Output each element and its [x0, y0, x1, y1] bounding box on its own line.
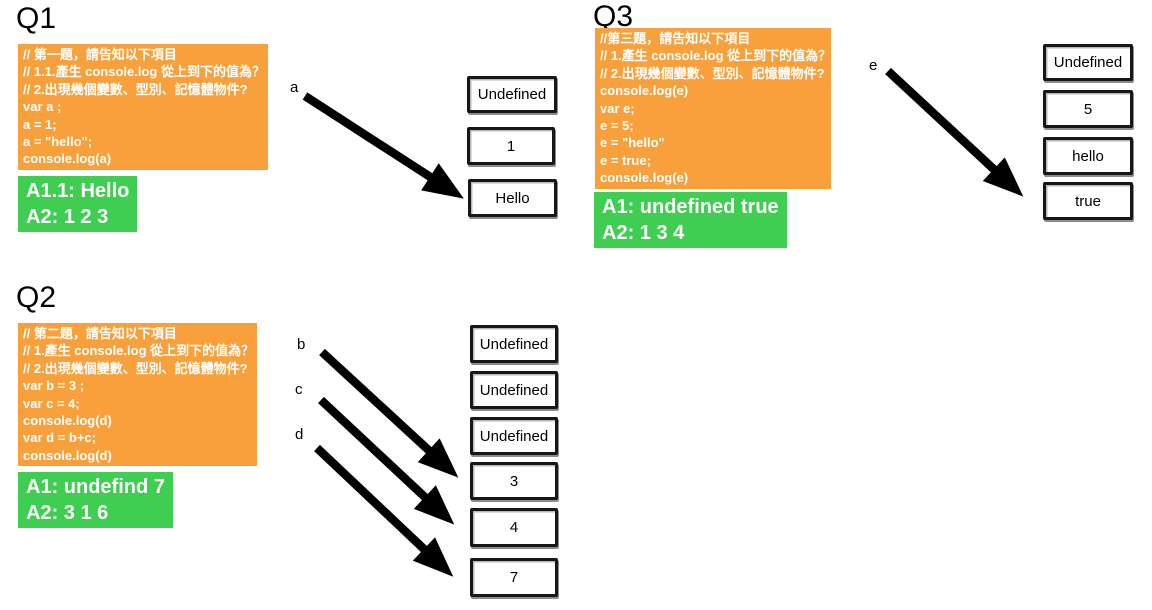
q1-arrow-a	[302, 92, 464, 199]
q2-answer-line-2: A2: 3 1 6	[26, 502, 109, 524]
q2-arrow-d	[314, 444, 454, 577]
q1-answer-block: A1.1: Hello A2: 1 2 3	[18, 176, 138, 232]
q1-answer-line-1: A1.1: Hello	[26, 180, 130, 202]
q3-code-line: var e;	[600, 100, 635, 116]
q3-code-line: e = true;	[600, 152, 651, 168]
q1-code-line: console.log(a)	[23, 151, 112, 167]
q2-arrow-b	[319, 348, 459, 478]
q2-value-box-undefined-2: Undefined	[470, 371, 558, 409]
q3-code-line: console.log(e)	[600, 83, 689, 99]
q3-arrow-e	[885, 67, 1024, 197]
q2-answer-block: A1: undefind 7 A2: 3 1 6	[18, 472, 173, 528]
q3-title: Q3	[593, 0, 634, 33]
q2-title: Q2	[16, 281, 57, 314]
q1-code-block: // 第一題，請告知以下項目 // 1.1.產生 console.log 從上到…	[18, 44, 268, 170]
q2-code-block: // 第二題，請告知以下項目 // 1.產生 console.log 從上到下的…	[18, 323, 257, 467]
q1-code-line: // 第一題，請告知以下項目	[23, 47, 177, 62]
q2-code-line: var d = b+c;	[23, 430, 96, 446]
q1-value-box-undefined: Undefined	[467, 76, 557, 113]
q3-pointer-label-e: e	[869, 57, 878, 74]
q2-value-box-7: 7	[470, 558, 558, 597]
q3-value-box-hello: hello	[1043, 137, 1133, 175]
q1-code-line: a = 1;	[23, 116, 57, 132]
q3-value-box-undefined: Undefined	[1043, 44, 1133, 81]
q3-value-box-true: true	[1043, 182, 1133, 220]
q2-code-line: var c = 4;	[23, 395, 80, 411]
q2-value-box-4: 4	[470, 508, 558, 547]
q3-answer-block: A1: undefined true A2: 1 3 4	[594, 192, 787, 248]
q3-answer-line-2: A2: 1 3 4	[602, 222, 685, 244]
q2-pointer-label-b: b	[297, 336, 306, 353]
q2-value-box-undefined-1: Undefined	[470, 325, 558, 363]
q2-code-line: // 第二題，請告知以下項目	[23, 326, 177, 341]
q2-code-line: var b = 3 ;	[23, 378, 85, 394]
q1-code-line: a = "hello";	[23, 134, 93, 150]
q1-answer-line-2: A2: 1 2 3	[26, 206, 109, 228]
q3-code-line: e = 5;	[600, 118, 634, 134]
q3-code-block: //第三題，請告知以下項目 // 1.產生 console.log 從上到下的值…	[595, 28, 831, 189]
q2-pointer-label-d: d	[295, 426, 304, 443]
q3-code-line: // 1.產生 console.log 從上到下的值為？	[600, 48, 832, 64]
q1-value-box-1: 1	[467, 127, 555, 165]
q2-code-line: // 2.出現幾個變數、型別、記憶體物件?	[23, 360, 248, 376]
q1-code-line: // 2.出現幾個變數、型別、記憶體物件?	[23, 81, 248, 97]
q2-value-box-undefined-3: Undefined	[470, 417, 558, 455]
q3-code-line: // 2.出現幾個變數、型別、記憶體物件?	[600, 65, 825, 81]
q2-code-line: // 1.產生 console.log 從上到下的值為？	[23, 343, 255, 359]
q1-title: Q1	[16, 2, 57, 35]
q1-code-line: // 1.1.產生 console.log 從上到下的值為？	[23, 64, 265, 80]
q2-value-box-3: 3	[470, 462, 558, 500]
q2-pointer-label-c: c	[295, 381, 303, 398]
q2-code-line: console.log(d)	[23, 413, 112, 429]
q3-code-line: e = "hello"	[600, 135, 665, 151]
q2-answer-line-1: A1: undefind 7	[26, 476, 165, 498]
q3-value-box-5: 5	[1043, 90, 1133, 128]
q3-code-line: console.log(e)	[600, 170, 689, 186]
q3-answer-line-1: A1: undefined true	[602, 196, 779, 218]
q2-arrow-c	[318, 396, 455, 525]
q1-code-line: var a ;	[23, 99, 62, 115]
q2-code-line: console.log(d)	[23, 447, 112, 463]
q3-code-line: //第三題，請告知以下項目	[600, 31, 751, 46]
q1-value-box-hello: Hello	[468, 179, 557, 217]
q1-pointer-label-a: a	[290, 79, 299, 96]
